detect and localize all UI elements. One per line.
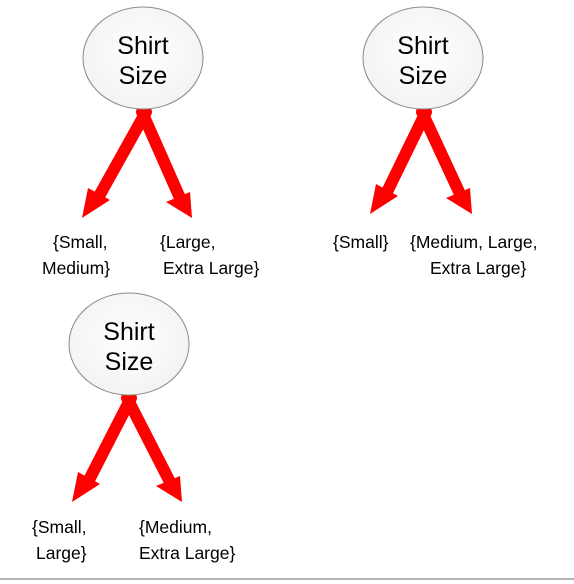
- arrow-head: [446, 188, 472, 214]
- right-branch-label-line-1: {Large,: [160, 232, 215, 252]
- arrow-shaft: [380, 106, 432, 200]
- arrow-shaft: [416, 106, 466, 200]
- tree-3: Shirt Size {Small, Large} {Medium, Extra…: [32, 292, 235, 563]
- left-branch-label-line-1: {Small,: [53, 232, 107, 252]
- bottom-divider: [0, 578, 574, 580]
- tree-1-left-arrow: [82, 106, 152, 218]
- arrow-shaft: [136, 106, 186, 204]
- arrow-head: [82, 188, 110, 218]
- node-label-line-2: Size: [399, 62, 448, 90]
- tree-2-right-arrow: [416, 106, 472, 214]
- node-label-line-1: Shirt: [397, 32, 448, 60]
- left-branch-label-line-1: {Small}: [333, 232, 389, 252]
- node-label-line-1: Shirt: [103, 318, 154, 346]
- arrow-shaft: [92, 106, 152, 204]
- shirt-size-node: [68, 292, 190, 396]
- right-branch-label-line-2: Extra Large}: [139, 543, 235, 563]
- shirt-size-node: [362, 6, 484, 110]
- node-label-line-1: Shirt: [117, 32, 168, 60]
- tree-1-right-arrow: [136, 106, 192, 218]
- left-branch-label-line-2: Large}: [36, 543, 87, 563]
- arrow-head: [370, 184, 398, 214]
- tree-3-left-arrow: [72, 392, 137, 502]
- shirt-size-node: [82, 6, 204, 110]
- arrow-shaft: [82, 392, 137, 488]
- right-branch-label-line-1: {Medium, Large,: [410, 232, 537, 252]
- right-branch-label-line-2: Extra Large}: [430, 258, 526, 278]
- node-label-line-2: Size: [105, 348, 154, 376]
- arrow-head: [166, 192, 192, 218]
- node-label-line-2: Size: [119, 62, 168, 90]
- right-branch-label-line-1: {Medium,: [139, 517, 212, 537]
- arrow-shaft: [121, 392, 176, 488]
- tree-3-right-arrow: [121, 392, 182, 502]
- left-branch-label-line-1: {Small,: [32, 517, 86, 537]
- right-branch-label-line-2: Extra Large}: [163, 258, 259, 278]
- arrow-head: [72, 472, 100, 502]
- arrow-head: [156, 476, 182, 502]
- tree-1: Shirt Size {Small, Medium} {Large, Extra…: [42, 6, 259, 278]
- tree-2-left-arrow: [370, 106, 432, 214]
- tree-2: Shirt Size {Small} {Medium, Large, Extra…: [333, 6, 537, 278]
- left-branch-label-line-2: Medium}: [42, 258, 110, 278]
